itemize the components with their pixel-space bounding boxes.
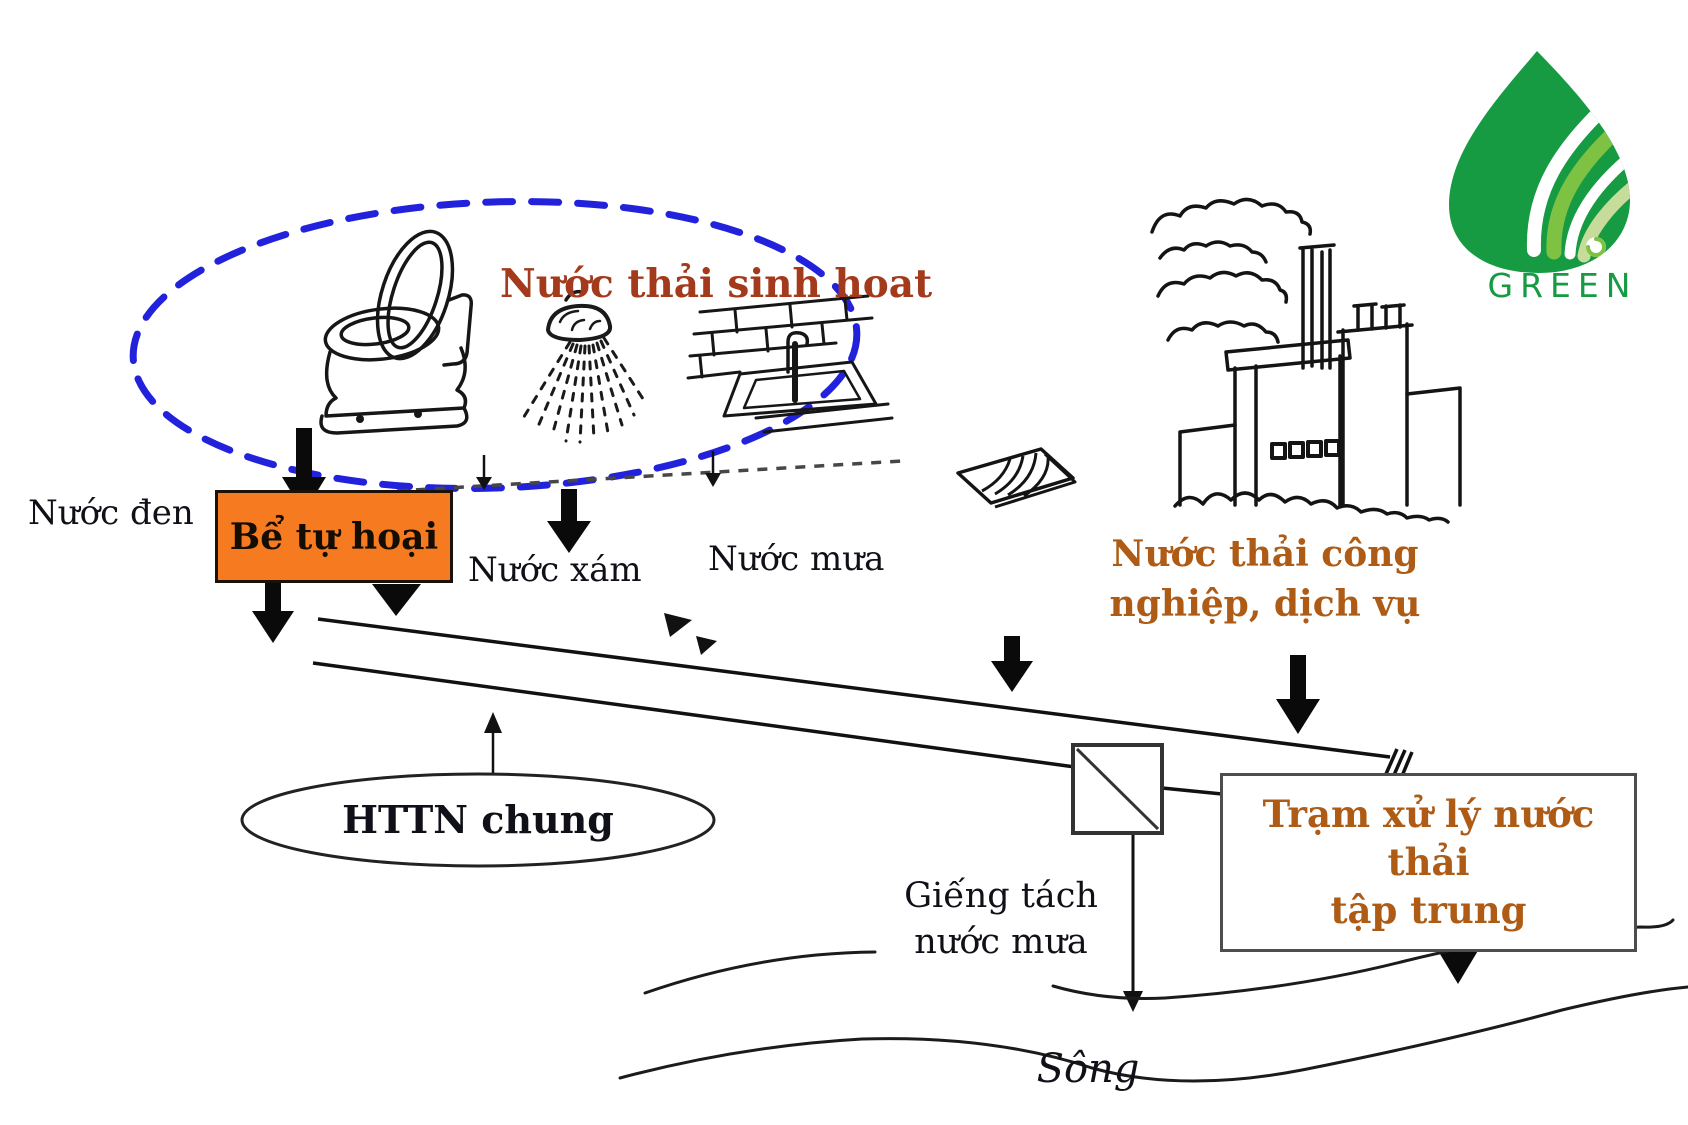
river-label: Sông <box>1036 1046 1140 1092</box>
separation-well-label: Giếng tách nước mưa <box>868 874 1134 965</box>
sewer-pipe-lines <box>312 617 1391 796</box>
arrow-sink-small <box>705 451 721 487</box>
arrow-drain-to-pipe <box>991 636 1033 692</box>
industrial-wastewater-label: Nước thải công nghiệp, dịch vụ <box>1088 530 1442 629</box>
separation-well-line1: Giếng tách <box>904 876 1098 916</box>
arrow-well-to-river <box>1123 833 1143 1012</box>
septic-tank-label: Bể tự hoại <box>229 515 439 558</box>
gray-water-label: Nước xám <box>468 550 642 590</box>
arrow-factory-to-pipe <box>1276 655 1320 734</box>
httn-ellipse <box>240 772 716 868</box>
sink-illustration <box>686 294 894 434</box>
river-curves <box>618 918 1688 1083</box>
domestic-boundary-dashed-ellipse <box>129 198 861 492</box>
combined-system-label: HTTN chung <box>342 797 614 843</box>
green-logo <box>1449 51 1630 273</box>
industrial-label-line1: Nước thải công <box>1111 533 1419 575</box>
drain-grate-illustration <box>956 447 1077 509</box>
domestic-wastewater-label: Nước thải sinh hoat <box>500 261 933 307</box>
arrow-httn-up <box>484 712 502 776</box>
factory-illustration <box>1150 197 1462 524</box>
flow-tick-arrows <box>664 613 717 655</box>
treatment-plant-box: Trạm xử lý nước thải tập trung <box>1220 773 1637 952</box>
green-logo-text: GREEN <box>1487 266 1638 305</box>
rain-water-label: Nước mưa <box>708 539 885 579</box>
separation-well-symbol <box>1071 743 1164 835</box>
pipe-end-hatch <box>1384 748 1414 777</box>
industrial-label-line2: nghiệp, dịch vụ <box>1109 582 1421 625</box>
septic-tank-box: Bể tự hoại <box>215 490 453 583</box>
treatment-label-line2: tập trung <box>1330 888 1527 933</box>
black-water-label: Nước đen <box>28 493 194 533</box>
shower-illustration <box>520 289 647 444</box>
arrow-septic-out-left <box>252 575 294 643</box>
flow-arrows-thin <box>476 451 1143 1012</box>
arrow-gray-water <box>547 489 591 553</box>
arrow-septic-out-bottom <box>372 584 421 616</box>
gray-dashed-line <box>396 459 903 493</box>
arrow-shower-small <box>476 455 492 490</box>
separation-well-line2: nước mưa <box>914 921 1088 962</box>
treatment-label-line1: Trạm xử lý nước thải <box>1262 792 1595 885</box>
toilet-illustration <box>319 229 474 435</box>
